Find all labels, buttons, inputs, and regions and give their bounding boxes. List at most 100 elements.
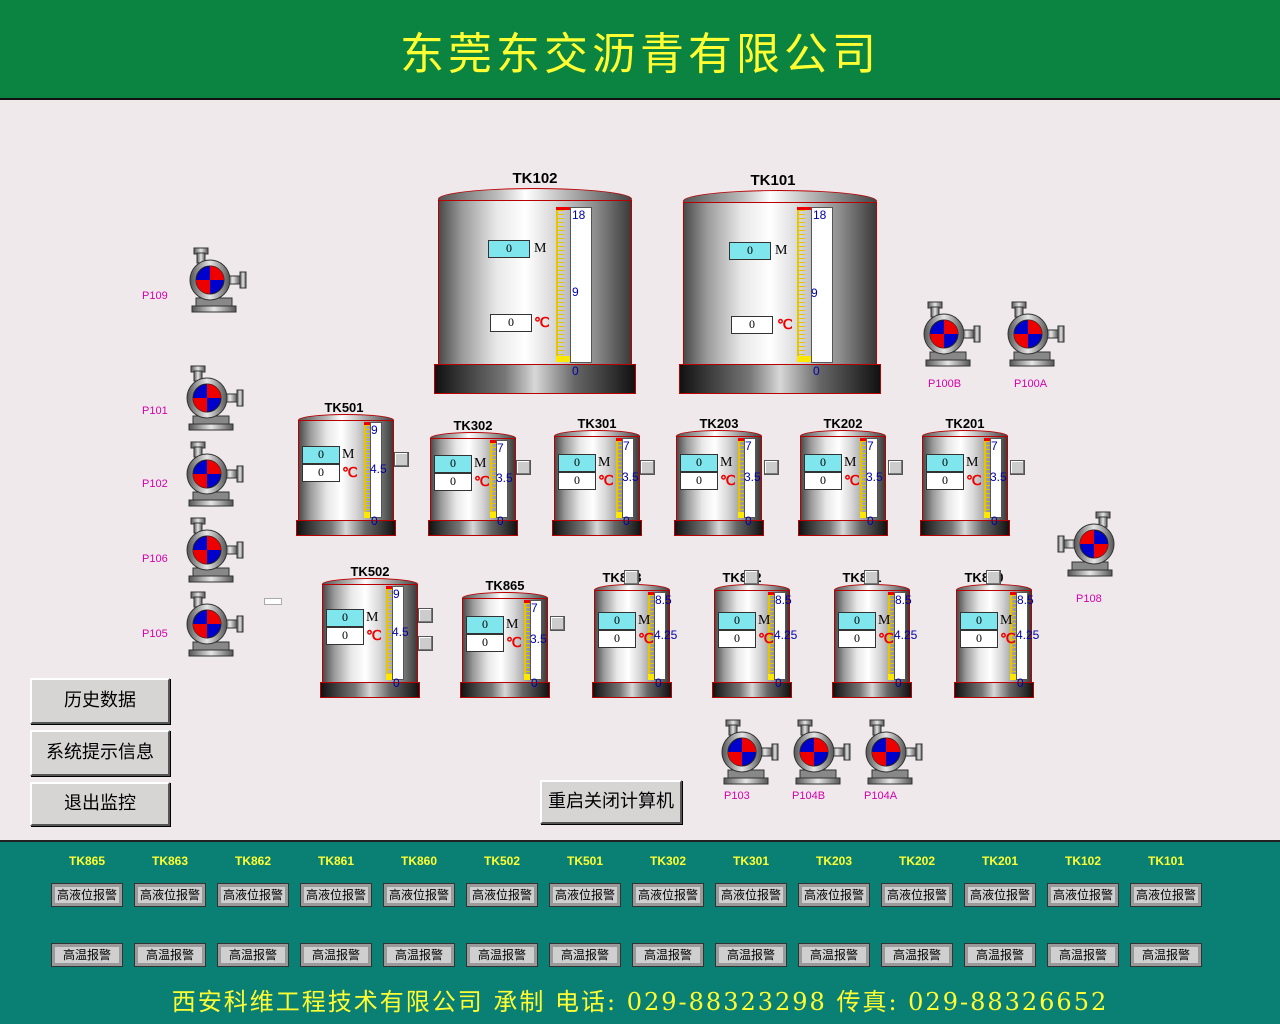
tank-tk102: TK102 18 9 0 0 M 0 ℃ <box>434 170 636 396</box>
high-level-alarm-button[interactable]: 高液位报警 <box>51 883 123 907</box>
high-temp-alarm-button[interactable]: 高温报警 <box>798 943 870 967</box>
pump-p102[interactable] <box>185 440 247 512</box>
level-unit: M <box>720 455 733 470</box>
high-level-alarm-button[interactable]: 高液位报警 <box>798 883 870 907</box>
scale-max: 8.5 <box>1017 593 1034 607</box>
tank-status-button[interactable] <box>550 616 565 631</box>
tank-status-button[interactable] <box>764 460 779 475</box>
system-info-button[interactable]: 系统提示信息 <box>30 730 170 776</box>
high-temp-alarm-button[interactable]: 高温报警 <box>466 943 538 967</box>
scale-min: 0 <box>813 364 820 378</box>
high-temp-alarm-button[interactable]: 高温报警 <box>1130 943 1202 967</box>
tank-status-button[interactable] <box>418 608 433 623</box>
high-temp-alarm-button[interactable]: 高温报警 <box>881 943 953 967</box>
level-gauge <box>811 207 833 363</box>
pump-p105[interactable] <box>185 590 247 662</box>
scale-mid: 3.5 <box>866 470 883 484</box>
pump-p101[interactable] <box>185 364 247 436</box>
high-level-alarm-button[interactable]: 高液位报警 <box>300 883 372 907</box>
temp-unit: ℃ <box>534 316 550 331</box>
level-unit: M <box>878 613 891 628</box>
high-level-alarm-button[interactable]: 高液位报警 <box>1047 883 1119 907</box>
high-level-alarm-button[interactable]: 高液位报警 <box>964 883 1036 907</box>
alarm-tank-name: TK863 <box>151 854 189 868</box>
high-temp-alarm-button[interactable]: 高温报警 <box>51 943 123 967</box>
pump-p104b[interactable] <box>792 718 854 790</box>
pump-label: P103 <box>724 790 750 802</box>
high-temp-alarm-button[interactable]: 高温报警 <box>632 943 704 967</box>
tank-label: TK102 <box>512 170 558 187</box>
scale-mid: 9 <box>811 286 818 300</box>
tank-status-button[interactable] <box>864 570 879 585</box>
temp-readout: 0 <box>680 472 718 490</box>
pump-icon <box>1057 511 1115 577</box>
tank-base <box>296 520 396 536</box>
tank-base <box>798 520 888 536</box>
level-unit: M <box>966 455 979 470</box>
high-temp-alarm-button[interactable]: 高温报警 <box>383 943 455 967</box>
temp-unit: ℃ <box>366 629 382 644</box>
pump-p106[interactable] <box>185 516 247 588</box>
high-level-alarm-button[interactable]: 高液位报警 <box>134 883 206 907</box>
pump-p104a[interactable] <box>864 718 926 790</box>
temp-unit: ℃ <box>720 474 736 489</box>
high-level-alarm-button[interactable]: 高液位报警 <box>632 883 704 907</box>
level-unit: M <box>342 447 355 462</box>
alarm-tank-name: TK301 <box>732 854 770 868</box>
pump-icon <box>186 441 244 507</box>
history-data-button[interactable]: 历史数据 <box>30 678 170 724</box>
pump-p103[interactable] <box>720 718 782 790</box>
pump-icon <box>1007 301 1065 367</box>
level-scale <box>616 441 622 518</box>
high-level-alarm-button[interactable]: 高液位报警 <box>1130 883 1202 907</box>
high-temp-alarm-button[interactable]: 高温报警 <box>1047 943 1119 967</box>
tank-status-button[interactable] <box>888 460 903 475</box>
tank-label: TK201 <box>945 416 985 431</box>
high-temp-alarm-button[interactable]: 高温报警 <box>549 943 621 967</box>
tank-status-button[interactable] <box>1010 460 1025 475</box>
tank-status-button[interactable] <box>516 460 531 475</box>
high-level-alarm-button[interactable]: 高液位报警 <box>881 883 953 907</box>
high-level-alarm-button[interactable]: 高液位报警 <box>466 883 538 907</box>
tank-label: TK860 <box>964 570 1004 585</box>
level-scale <box>860 441 866 518</box>
exit-monitoring-button[interactable]: 退出监控 <box>30 782 170 826</box>
tank-status-button[interactable] <box>394 452 409 467</box>
high-level-alarm-button[interactable]: 高液位报警 <box>549 883 621 907</box>
high-temp-alarm-button[interactable]: 高温报警 <box>964 943 1036 967</box>
tank-status-button[interactable] <box>744 570 759 585</box>
scale-mid: 3.5 <box>744 470 761 484</box>
high-temp-alarm-button[interactable]: 高温报警 <box>300 943 372 967</box>
tank-status-button[interactable] <box>640 460 655 475</box>
high-temp-alarm-button[interactable]: 高温报警 <box>134 943 206 967</box>
tank-status-button[interactable] <box>418 636 433 651</box>
tank-status-button[interactable] <box>986 570 1001 585</box>
pump-p109[interactable] <box>188 246 250 318</box>
temp-unit: ℃ <box>598 474 614 489</box>
scale-max: 8.5 <box>895 593 912 607</box>
alarm-tank-name: TK101 <box>1147 854 1185 868</box>
level-gauge <box>866 438 878 518</box>
high-level-alarm-button[interactable]: 高液位报警 <box>715 883 787 907</box>
level-readout: 0 <box>804 454 842 472</box>
pump-p100b[interactable] <box>922 300 984 372</box>
tank-base <box>320 682 420 698</box>
pump-p108[interactable] <box>1054 510 1116 582</box>
tank-base <box>434 364 636 394</box>
scale-max: 7 <box>745 439 752 453</box>
high-level-alarm-button[interactable]: 高液位报警 <box>217 883 289 907</box>
tank-status-button[interactable] <box>624 570 639 585</box>
high-temp-alarm-button[interactable]: 高温报警 <box>715 943 787 967</box>
scale-mid: 4.25 <box>774 628 798 642</box>
pump-p100a[interactable] <box>1006 300 1068 372</box>
high-level-alarm-button[interactable]: 高液位报警 <box>383 883 455 907</box>
level-readout: 0 <box>838 612 876 630</box>
level-gauge <box>530 600 542 680</box>
high-temp-alarm-button[interactable]: 高温报警 <box>217 943 289 967</box>
scale-max: 9 <box>393 587 400 601</box>
restart-shutdown-button[interactable]: 重启关闭计算机 <box>540 780 682 824</box>
tank-label: TK863 <box>602 570 642 585</box>
pump-icon <box>186 517 244 583</box>
level-unit: M <box>775 243 788 258</box>
